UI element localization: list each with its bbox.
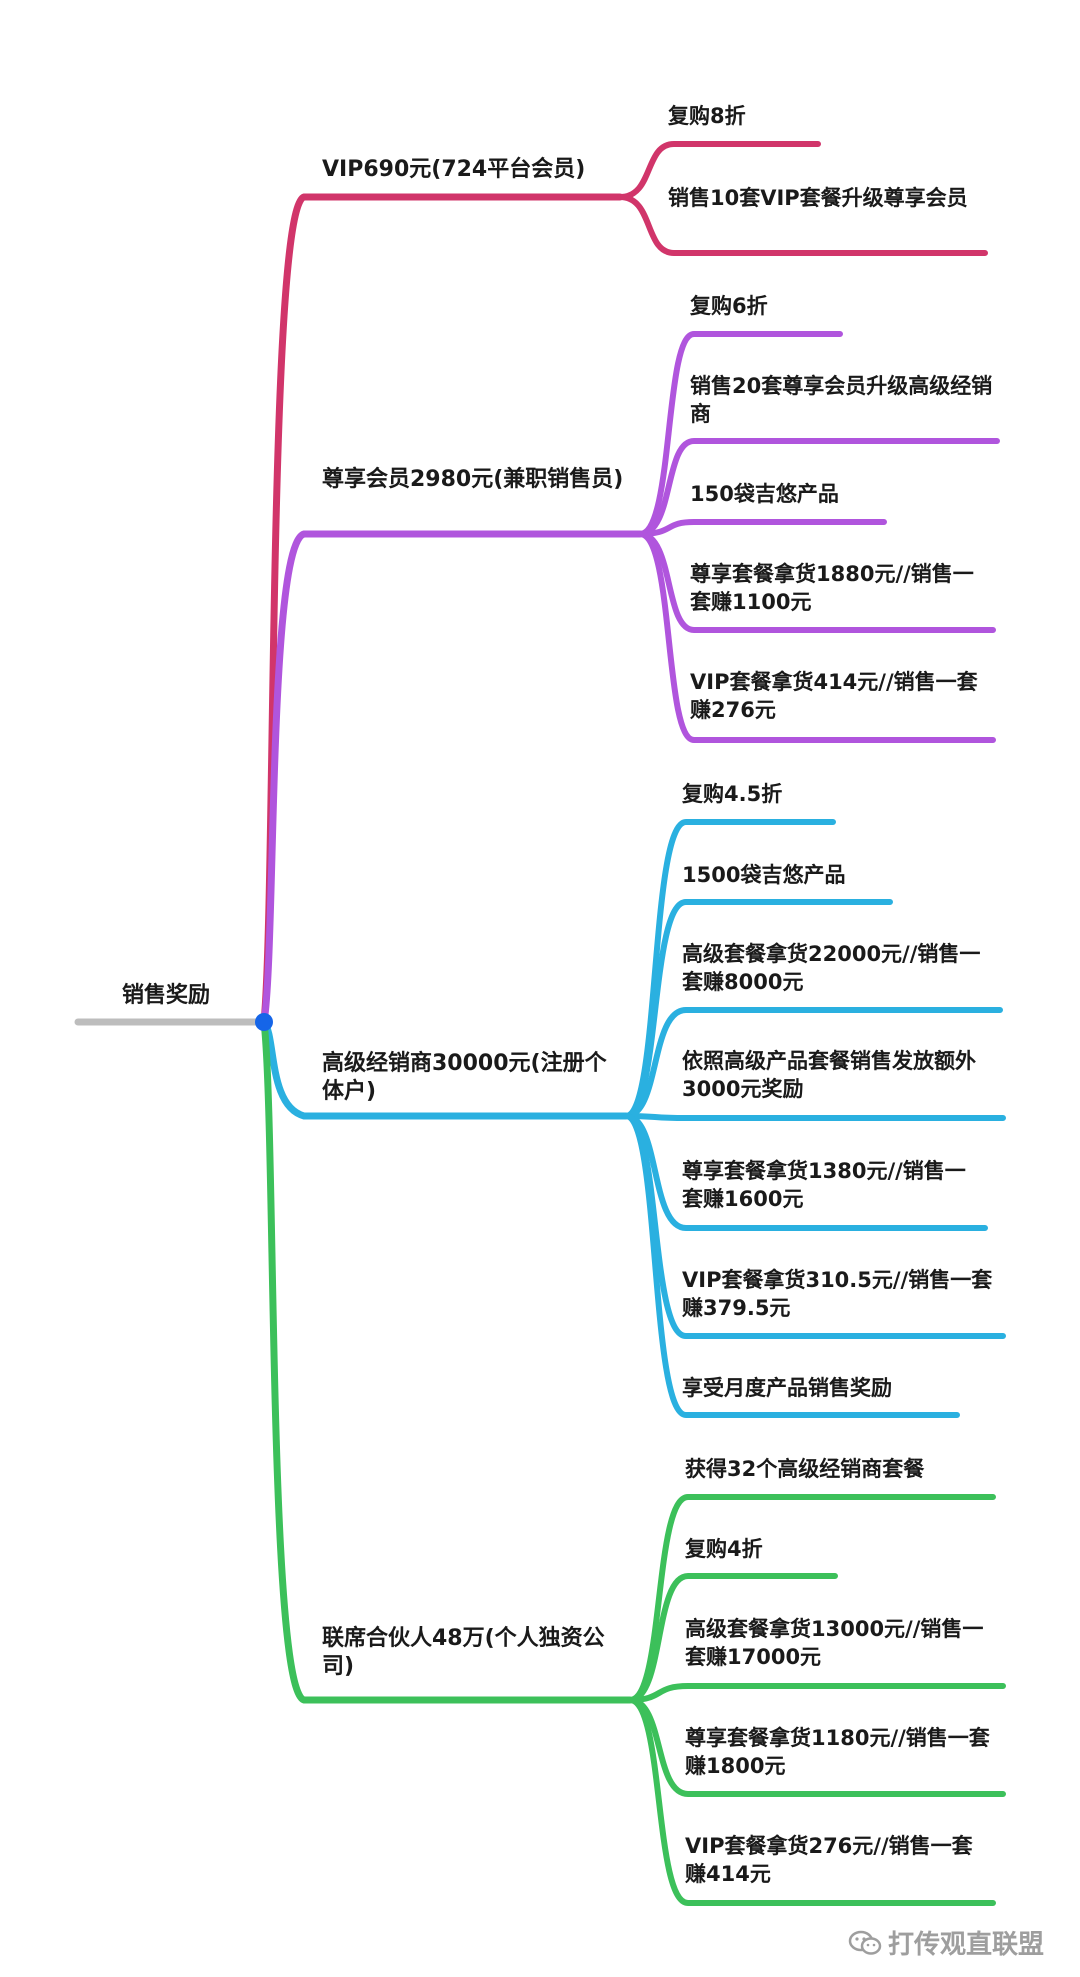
leaf-label-3-5: 尊享套餐拿货1380元//销售一套赚1600元 [682,1159,966,1211]
leaf-label-2-3: 150袋吉悠产品 [690,482,839,506]
leaf-label-1-1: 复购8折 [668,104,746,128]
watermark-text: 打传观直联盟 [888,1930,1045,1960]
leaf-connector-2-1 [637,331,843,537]
root-node-label: 销售奖励 [122,983,211,1008]
leaf-connector-2-2 [637,438,1000,537]
leaf-label-4-1: 获得32个高级经销商套餐 [685,1457,925,1481]
branch-connector-4 [260,1018,634,1704]
leaf-label-4-5: VIP套餐拿货276元//销售一套赚414元 [685,1834,973,1886]
leaf-label-3-4: 依照高级产品套餐销售发放额外3000元奖励 [682,1049,976,1101]
leaf-connector-4-3 [627,1683,1006,1703]
leaf-label-4-3: 高级套餐拿货13000元//销售一套赚17000元 [685,1617,984,1669]
leaf-label-4-2: 复购4折 [685,1537,763,1561]
leaf-label-2-5: VIP套餐拿货414元//销售一套赚276元 [690,670,978,722]
leaf-label-3-7: 享受月度产品销售奖励 [682,1376,892,1400]
leaf-connector-1-1 [617,141,821,200]
leaf-label-2-2: 销售20套尊享会员升级高级经销商 [690,374,993,426]
watermark: 打传观直联盟 [848,1924,1044,1961]
leaf-connector-4-5 [627,1697,996,1906]
leaf-label-2-4: 尊享套餐拿货1880元//销售一套赚1100元 [690,562,974,614]
leaf-label-3-6: VIP套餐拿货310.5元//销售一套赚379.5元 [682,1268,993,1320]
leaf-label-4-4: 尊享套餐拿货1180元//销售一套赚1800元 [685,1726,990,1778]
leaf-connector-3-7 [623,1113,960,1418]
leaf-connector-2-3 [637,519,887,537]
branch-label-4: 联席合伙人48万(个人独资公司) [322,1626,605,1679]
leaf-connector-1-2 [617,194,988,256]
leaf-label-3-1: 复购4.5折 [682,782,783,806]
branch-connector-2 [260,530,644,1026]
branch-connector-1 [260,193,624,1026]
root-node-dot [255,1013,273,1031]
leaf-connector-4-2 [627,1573,838,1703]
leaf-label-3-2: 1500袋吉悠产品 [682,863,846,887]
leaf-label-1-2: 销售10套VIP套餐升级尊享会员 [668,186,968,210]
wechat-icon [848,1930,882,1955]
branch-label-1: VIP690元(724平台会员) [322,157,586,182]
leaf-label-3-3: 高级套餐拿货22000元//销售一套赚8000元 [682,942,981,994]
leaf-connector-2-5 [637,531,996,743]
branch-label-3: 高级经销商30000元(注册个体户) [322,1051,607,1104]
leaf-connector-3-3 [623,1007,1003,1119]
leaf-connector-3-4 [623,1113,1006,1121]
leaf-connector-3-2 [623,899,893,1119]
leaf-label-2-1: 复购6折 [690,294,768,318]
branch-label-2: 尊享会员2980元(兼职销售员) [322,467,624,492]
